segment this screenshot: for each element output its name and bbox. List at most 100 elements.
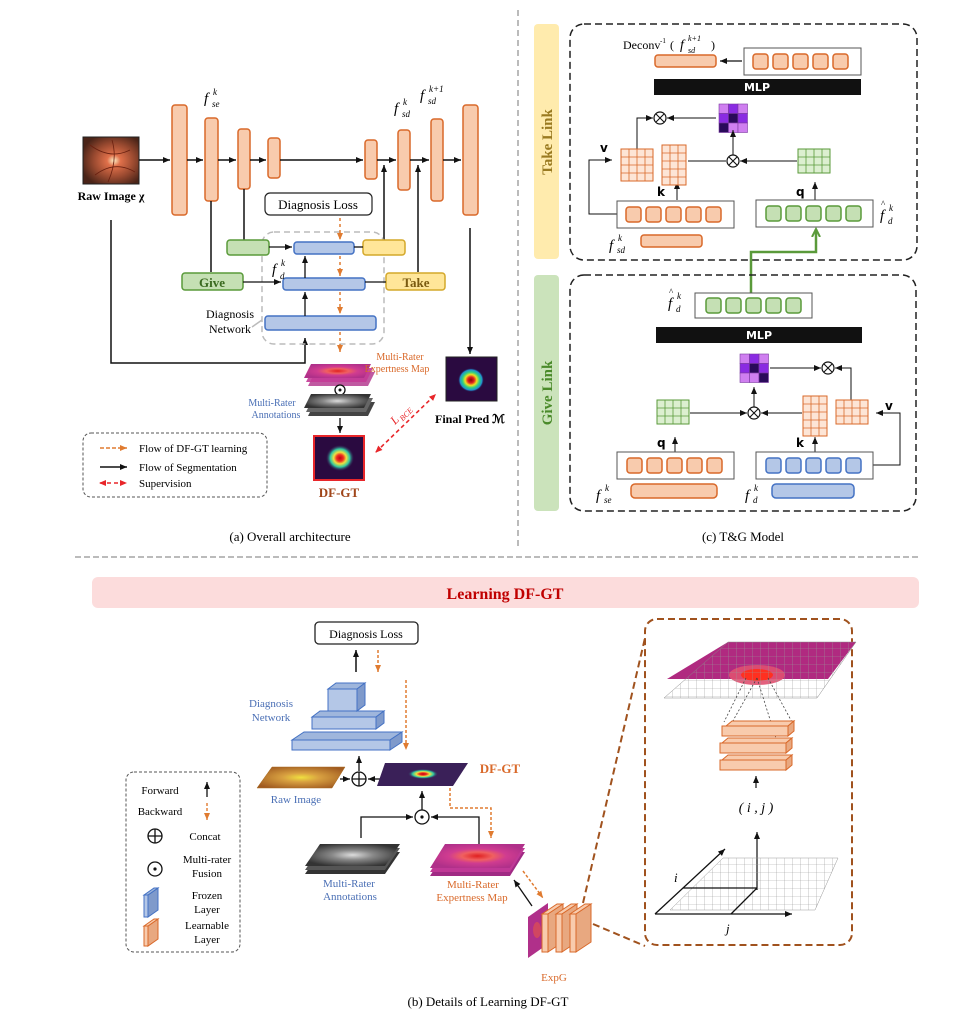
svg-text:k+1: k+1 (429, 84, 444, 94)
legend-frozen-1: Frozen (192, 890, 223, 902)
df-gt-label: DF-GT (319, 485, 360, 500)
take-output-tokens (752, 53, 849, 70)
token (785, 205, 802, 222)
svg-text:Multi-Rater: Multi-Rater (376, 352, 424, 363)
svg-text:k: k (754, 483, 759, 493)
expg-label: ExpG (541, 972, 567, 984)
token (745, 297, 762, 314)
b-expertness-label-1: Multi-Rater (447, 879, 499, 891)
decoder-layer-2 (397, 129, 411, 191)
token (685, 206, 702, 223)
token (765, 297, 782, 314)
svg-text:f: f (668, 296, 674, 312)
token (785, 297, 802, 314)
take-q-tokens (765, 205, 862, 222)
svg-text:d: d (753, 495, 758, 505)
take-link-box (569, 23, 918, 261)
diagnosis-network-pyramid (290, 682, 404, 751)
attention-cell (718, 103, 729, 114)
legend-learnable-layer-icon (142, 918, 160, 947)
attention-cell (739, 372, 750, 383)
token (665, 206, 682, 223)
give-k-grid (802, 395, 828, 437)
raw-image (82, 136, 140, 185)
token (845, 457, 862, 474)
raw-image-label: Raw Image χ (78, 189, 145, 203)
b-annotations-label-1: Multi-Rater (323, 878, 375, 890)
legend-learnable-2: Layer (194, 934, 220, 946)
label-f-sd-k: f k sd (394, 97, 411, 119)
svg-text:^: ^ (669, 287, 674, 297)
attention-cell (758, 363, 769, 374)
label-f-se-k: f k se (204, 87, 220, 109)
take-mlp-label: MLP (744, 81, 770, 94)
annotations-stack (304, 394, 375, 416)
svg-text:f: f (745, 488, 751, 504)
axis-i-label: i (674, 870, 678, 885)
banner-title: Learning DF-GT (447, 586, 564, 603)
give-link-box (569, 274, 917, 512)
svg-text:sd: sd (617, 245, 626, 255)
attention-cell (728, 103, 739, 114)
coordinate-grid (669, 857, 839, 911)
grid-frame (802, 395, 828, 437)
svg-text:Annotations: Annotations (252, 410, 301, 421)
b-legend-box (125, 771, 241, 953)
take-label: Take (403, 275, 430, 290)
token (706, 457, 723, 474)
zoom-connector-bottom (592, 923, 646, 947)
diagnosis-network-label-1: Diagnosis (206, 307, 254, 321)
attention-cell (749, 353, 760, 364)
take-link-label: Take Link (540, 108, 556, 174)
token (812, 53, 829, 70)
svg-text:k: k (889, 203, 894, 213)
give-link-label: Give Link (540, 360, 556, 425)
encoder-layer-3 (237, 128, 251, 190)
l-bce-label: L BCE (387, 406, 415, 428)
take-k-grid (661, 144, 687, 186)
diagnosis-loss-box (264, 192, 373, 216)
give-mlp-label: MLP (746, 329, 772, 342)
segmentation-flow-arrows (110, 157, 473, 364)
attention-cell (749, 372, 760, 383)
expertness-map-stack (304, 364, 375, 386)
take-link-side-band (534, 24, 559, 259)
deconv-output-bar (654, 54, 717, 68)
give-f-se-label: f k se (596, 483, 612, 505)
svg-text:sd: sd (428, 96, 437, 106)
fusion-icon (334, 384, 346, 396)
token (785, 457, 802, 474)
svg-text:d: d (888, 216, 893, 226)
legend-frozen-layer-icon (142, 887, 160, 918)
attention-cell (718, 122, 729, 133)
legend-df-gt-learning: Flow of DF-GT learning (139, 443, 248, 455)
legend-segmentation: Flow of Segmentation (139, 462, 237, 474)
take-f-d-hat-label: f ^ k d (880, 199, 894, 226)
concat-icon (351, 771, 367, 787)
token (805, 457, 822, 474)
b-fusion-icon (414, 809, 430, 825)
give-k-tokens (765, 457, 862, 474)
encoder-layer-1 (171, 104, 188, 216)
give-link-side-band (534, 275, 559, 511)
token (625, 206, 642, 223)
take-small-box (362, 239, 406, 256)
svg-text:k: k (213, 87, 218, 97)
deconv-label: Deconv -1 ( f k+1 sd ) (623, 34, 715, 55)
axis-j-label: j (724, 921, 730, 936)
svg-text:f: f (394, 101, 400, 117)
token (725, 297, 742, 314)
svg-text:sd: sd (402, 109, 411, 119)
give-q-tokens (626, 457, 723, 474)
decoder-layer-3 (430, 118, 444, 202)
svg-text:f: f (204, 91, 210, 107)
panel-overall-architecture: Raw Image χ (78, 84, 506, 544)
attention-cell (718, 113, 729, 124)
give-output-tokens (705, 297, 802, 314)
take-attention-matrix (718, 103, 748, 133)
coordinate-label: ( i , j ) (739, 801, 774, 816)
diagnosis-loss-label: Diagnosis Loss (278, 197, 358, 212)
svg-text:^: ^ (881, 199, 886, 209)
give-k-label: k (796, 436, 805, 450)
